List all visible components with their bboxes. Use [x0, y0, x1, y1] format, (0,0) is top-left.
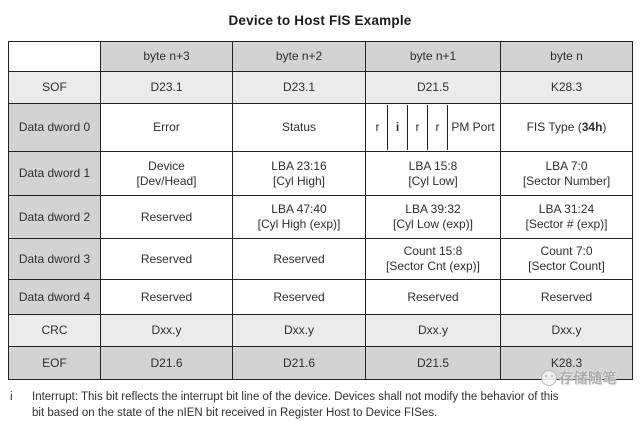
- pm-port-field: PM Port: [451, 120, 495, 134]
- reserved-bit: r: [408, 105, 428, 150]
- col-header-byte-n3: byte n+3: [100, 41, 233, 72]
- table-cell: K28.3: [500, 71, 633, 104]
- table-cell: D21.5: [365, 346, 501, 380]
- table-row-sof: SOF D23.1 D23.1 D21.5 K28.3: [8, 71, 633, 104]
- page-title: Device to Host FIS Example: [228, 13, 412, 28]
- table-cell: LBA 7:0 [Sector Number]: [500, 151, 633, 196]
- table-cell: Reserved: [100, 279, 233, 315]
- table-cell: D23.1: [232, 71, 366, 104]
- col-header-byte-n2: byte n+2: [232, 41, 366, 72]
- table-cell: Status: [232, 103, 366, 152]
- row-label: Data dword 4: [8, 279, 101, 315]
- row-label: CRC: [8, 314, 101, 347]
- table-cell: Dxx.y: [100, 314, 233, 347]
- table-cell: LBA 23:16 [Cyl High]: [232, 151, 366, 196]
- footnote-marker: i: [10, 391, 13, 403]
- table-cell: Dxx.y: [365, 314, 501, 347]
- col-header-byte-n1: byte n+1: [365, 41, 501, 72]
- table-cell: Reserved: [100, 238, 233, 280]
- bit-fields: r i r r PM Port: [368, 105, 498, 150]
- table-row-eof: EOF D21.6 D21.6 D21.5 K28.3: [8, 346, 633, 380]
- table-cell: K28.3: [500, 346, 633, 380]
- row-label: EOF: [8, 346, 101, 380]
- table-cell: Reserved: [232, 238, 366, 280]
- table-cell: LBA 15:8 [Cyl Low]: [365, 151, 501, 196]
- table-cell: D21.6: [100, 346, 233, 380]
- table-cell: LBA 39:32 [Cyl Low (exp)]: [365, 195, 501, 239]
- table-cell: Reserved: [365, 279, 501, 315]
- table-row-crc: CRC Dxx.y Dxx.y Dxx.y Dxx.y: [8, 314, 633, 347]
- fis-table: byte n+3 byte n+2 byte n+1 byte n SOF D2…: [8, 41, 633, 380]
- row-label: Data dword 1: [8, 151, 101, 196]
- table-cell: D21.6: [232, 346, 366, 380]
- table-cell: LBA 47:40 [Cyl High (exp)]: [232, 195, 366, 239]
- footnote: i Interrupt: This bit reflects the inter…: [10, 390, 628, 421]
- row-label: Data dword 0: [8, 103, 101, 152]
- reserved-bit: r: [368, 105, 388, 150]
- row-label: SOF: [8, 71, 101, 104]
- table-row-dword2: Data dword 2 Reserved LBA 47:40 [Cyl Hig…: [8, 195, 633, 239]
- table-cell: Error: [100, 103, 233, 152]
- fis-type-suffix: ): [602, 120, 607, 134]
- table-cell: Dxx.y: [232, 314, 366, 347]
- table-cell: Count 7:0 [Sector Count]: [500, 238, 633, 280]
- row-label: Data dword 2: [8, 195, 101, 239]
- footnote-text: Interrupt: This bit reflects the interru…: [32, 391, 559, 419]
- row-label: Data dword 3: [8, 238, 101, 280]
- col-header-byte-n: byte n: [500, 41, 633, 72]
- bit-field-cell: r i r r PM Port: [365, 103, 501, 152]
- table-row-dword4: Data dword 4 Reserved Reserved Reserved …: [8, 279, 633, 315]
- reserved-bit: r: [428, 105, 448, 150]
- table-cell: Count 15:8 [Sector Cnt (exp)]: [365, 238, 501, 280]
- table-cell: Dxx.y: [500, 314, 633, 347]
- fis-type-cell: FIS Type (34h): [500, 103, 633, 152]
- table-row-dword1: Data dword 1 Device [Dev/Head] LBA 23:16…: [8, 151, 633, 196]
- table-row-dword3: Data dword 3 Reserved Reserved Count 15:…: [8, 238, 633, 280]
- table-cell: Reserved: [232, 279, 366, 315]
- table-cell: LBA 31:24 [Sector # (exp)]: [500, 195, 633, 239]
- fis-type-value: 34h: [581, 120, 603, 134]
- header-spacer: [8, 41, 101, 72]
- fis-type-prefix: FIS Type (: [526, 120, 582, 134]
- table-cell: Device [Dev/Head]: [100, 151, 233, 196]
- table-cell: D23.1: [100, 71, 233, 104]
- table-row-dword0: Data dword 0 Error Status r i r r PM Por…: [8, 103, 633, 152]
- table-cell: Reserved: [100, 195, 233, 239]
- header-row: byte n+3 byte n+2 byte n+1 byte n: [8, 41, 633, 72]
- table-cell: D21.5: [365, 71, 501, 104]
- table-cell: Reserved: [500, 279, 633, 315]
- interrupt-bit: i: [388, 105, 408, 150]
